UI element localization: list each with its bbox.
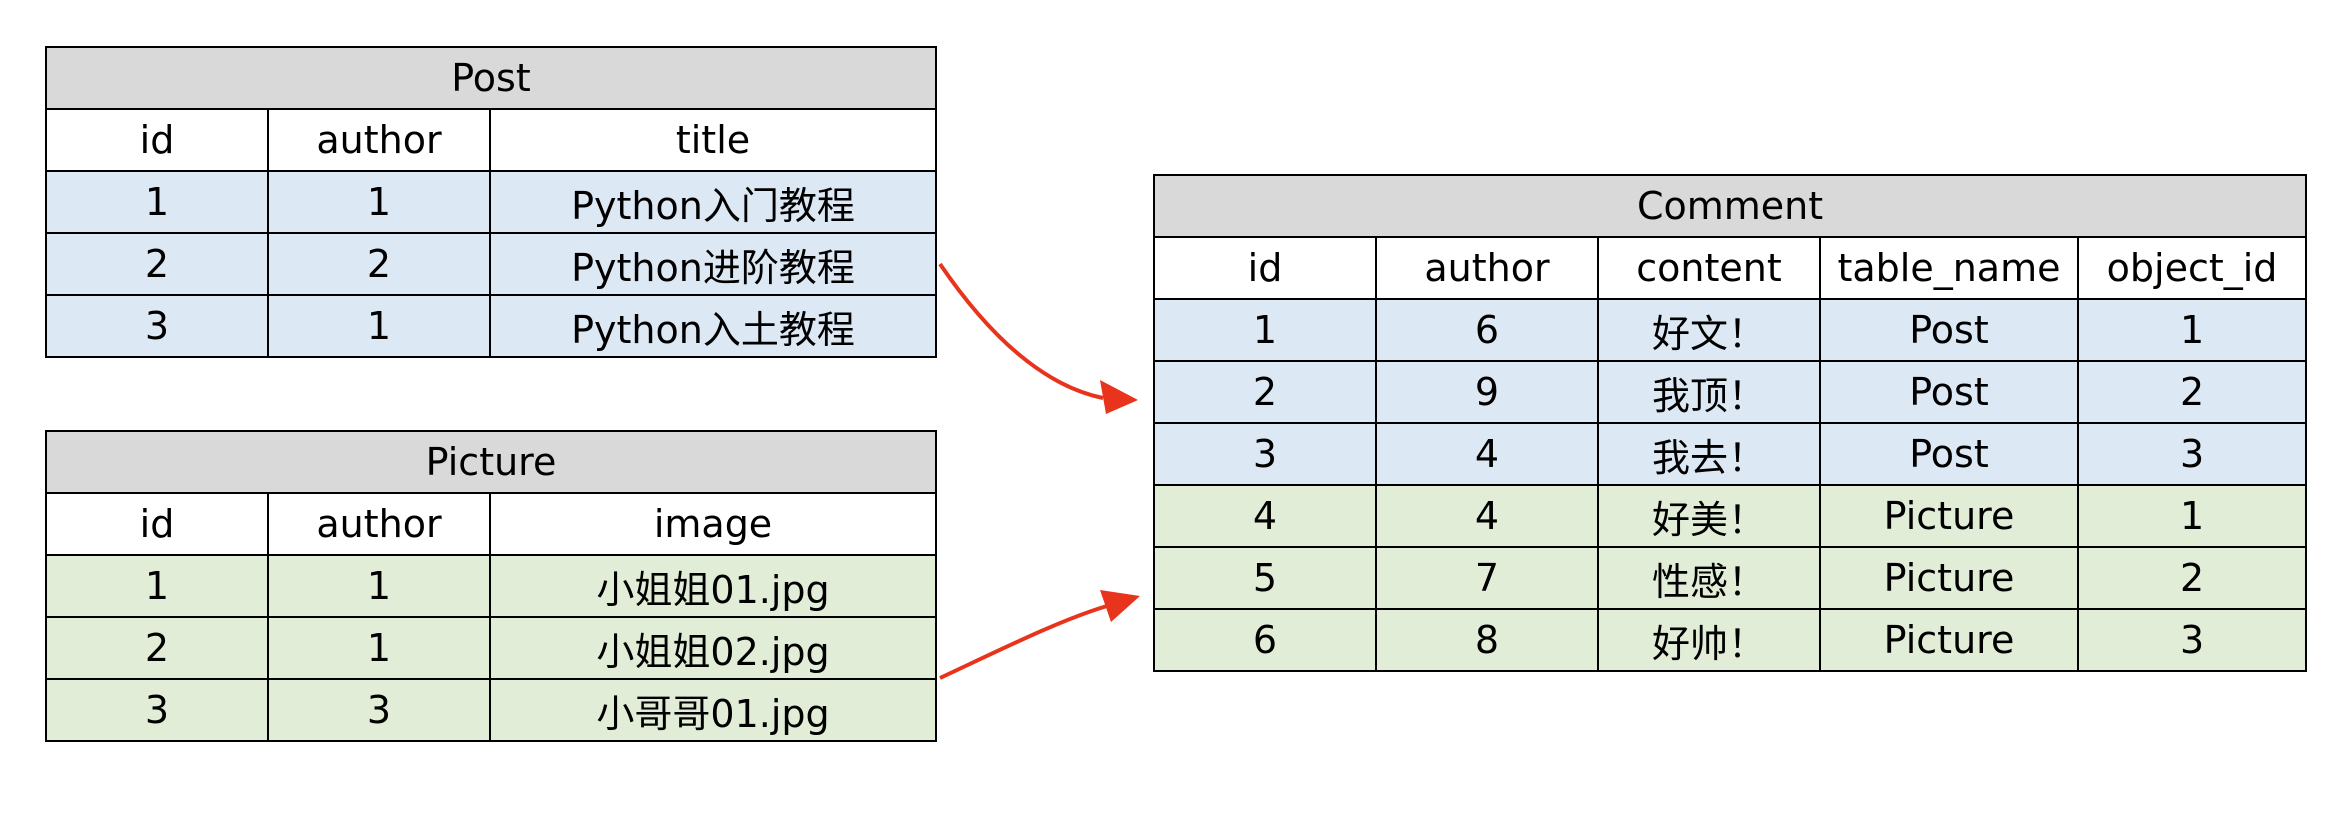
picture-table-header-row: id author image (45, 492, 938, 556)
column-header: table_name (1819, 236, 2079, 300)
table-cell: 2 (1153, 360, 1377, 424)
table-cell: 好帅！ (1597, 608, 1821, 672)
table-cell: 9 (1375, 360, 1599, 424)
table-cell: 我顶！ (1597, 360, 1821, 424)
post-table-title: Post (45, 46, 937, 110)
table-cell: 好美！ (1597, 484, 1821, 548)
table-row: 5 7 性感！ Picture 2 (1153, 546, 2308, 610)
table-cell: 6 (1375, 298, 1599, 362)
comment-table-caption-row: Comment (1152, 174, 2308, 238)
table-cell: 1 (267, 554, 491, 618)
column-header: content (1597, 236, 1821, 300)
table-row: 1 6 好文！ Post 1 (1153, 298, 2308, 362)
picture-to-comment-arrow-line (939, 604, 1108, 680)
table-cell: 5 (1153, 546, 1377, 610)
post-to-comment-arrow-line (938, 262, 1104, 400)
table-cell: 1 (267, 294, 491, 358)
table-cell: 性感！ (1597, 546, 1821, 610)
post-table: Post id author title 1 1 Python入门教程 2 2 … (45, 46, 937, 358)
table-cell: 7 (1375, 546, 1599, 610)
column-header: id (45, 492, 269, 556)
table-cell: 1 (267, 616, 491, 680)
comment-table: Comment id author content table_name obj… (1152, 174, 2308, 672)
column-header: id (45, 108, 269, 172)
table-cell: 4 (1375, 422, 1599, 486)
table-cell: 3 (2076, 608, 2308, 672)
column-header: image (488, 492, 938, 556)
table-cell: 3 (2076, 422, 2308, 486)
table-cell: 3 (1153, 422, 1377, 486)
picture-to-comment-arrowhead-icon (1100, 590, 1140, 622)
column-header: object_id (2076, 236, 2308, 300)
table-row: 6 8 好帅！ Picture 3 (1153, 608, 2308, 672)
table-row: 1 1 Python入门教程 (45, 170, 937, 234)
table-cell: 2 (2076, 360, 2308, 424)
table-cell: 2 (45, 616, 269, 680)
post-table-caption-row: Post (45, 46, 937, 110)
table-row: 2 1 小姐姐02.jpg (45, 616, 938, 680)
table-cell: 我去！ (1597, 422, 1821, 486)
table-row: 3 3 小哥哥01.jpg (45, 678, 938, 742)
table-cell: 小哥哥01.jpg (488, 678, 938, 742)
table-cell: Post (1819, 298, 2079, 362)
table-row: 3 1 Python入土教程 (45, 294, 937, 358)
table-cell: 2 (45, 232, 269, 296)
table-cell: 小姐姐01.jpg (488, 554, 938, 618)
table-cell: 2 (267, 232, 491, 296)
comment-table-header-row: id author content table_name object_id (1153, 236, 2308, 300)
table-cell: 4 (1153, 484, 1377, 548)
picture-table: Picture id author image 1 1 小姐姐01.jpg 2 … (44, 430, 938, 742)
column-header: author (267, 492, 491, 556)
column-header: id (1153, 236, 1377, 300)
table-cell: Post (1819, 360, 2079, 424)
table-cell: Python入土教程 (489, 294, 937, 358)
table-row: 2 9 我顶！ Post 2 (1153, 360, 2308, 424)
table-cell: 1 (45, 170, 269, 234)
picture-table-caption-row: Picture (44, 430, 938, 494)
table-cell: 1 (2076, 298, 2308, 362)
table-cell: 4 (1375, 484, 1599, 548)
post-to-comment-arrowhead-icon (1100, 380, 1138, 414)
table-cell: Python入门教程 (489, 170, 937, 234)
table-cell: Picture (1819, 484, 2079, 548)
table-row: 1 1 小姐姐01.jpg (45, 554, 938, 618)
column-header: author (267, 108, 491, 172)
table-cell: 3 (267, 678, 491, 742)
table-row: 3 4 我去！ Post 3 (1153, 422, 2308, 486)
table-row: 2 2 Python进阶教程 (45, 232, 937, 296)
picture-table-title: Picture (44, 430, 938, 494)
table-cell: 2 (2076, 546, 2308, 610)
column-header: author (1375, 236, 1599, 300)
column-header: title (489, 108, 937, 172)
table-row: 4 4 好美！ Picture 1 (1153, 484, 2308, 548)
table-cell: Post (1819, 422, 2079, 486)
table-cell: Picture (1819, 546, 2079, 610)
table-cell: 1 (1153, 298, 1377, 362)
table-cell: 3 (45, 678, 269, 742)
table-cell: 1 (267, 170, 491, 234)
table-cell: 1 (45, 554, 269, 618)
table-cell: 好文！ (1597, 298, 1821, 362)
table-cell: Picture (1819, 608, 2079, 672)
table-cell: 小姐姐02.jpg (488, 616, 938, 680)
table-cell: 8 (1375, 608, 1599, 672)
table-cell: Python进阶教程 (489, 232, 937, 296)
comment-table-title: Comment (1152, 174, 2308, 238)
table-cell: 3 (45, 294, 269, 358)
table-cell: 1 (2076, 484, 2308, 548)
post-table-header-row: id author title (45, 108, 937, 172)
table-cell: 6 (1153, 608, 1377, 672)
